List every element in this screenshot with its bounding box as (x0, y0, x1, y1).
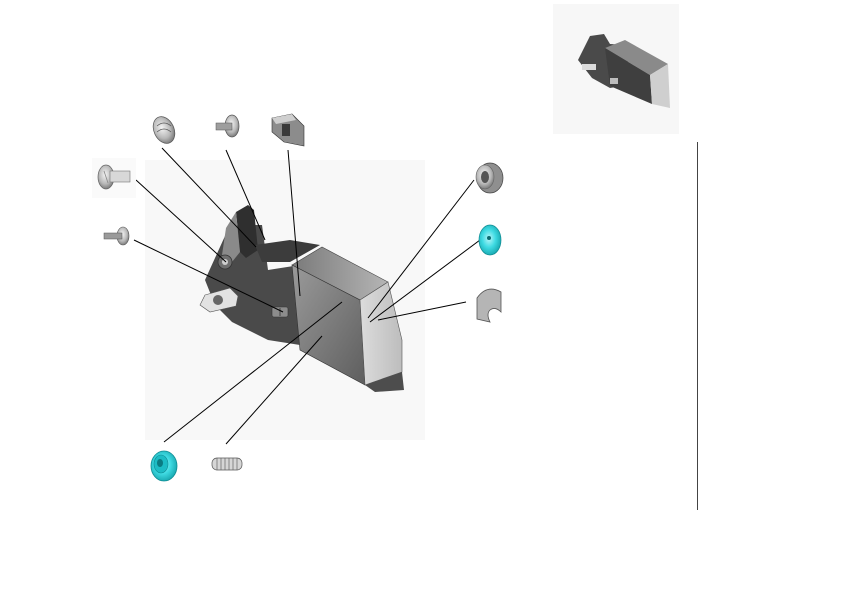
leader-coil-spring (225, 335, 323, 445)
leader-cap-cyan (369, 239, 481, 323)
connector-top (272, 114, 296, 124)
coil-spring-icon (211, 457, 243, 471)
thumb-screw (610, 78, 618, 84)
dome-cap-icon (152, 116, 176, 144)
leader-flanged-bolt (135, 179, 227, 263)
leader-grommet (163, 301, 343, 443)
bushing-hole (481, 171, 489, 183)
assembly-thumbnail-icon (553, 4, 679, 134)
flanged-bolt-icon (92, 158, 136, 198)
spring-body (211, 457, 243, 471)
vertical-tab (236, 205, 258, 258)
thumb-side (650, 64, 670, 108)
grommet-hole (157, 459, 163, 467)
leader-connector-block (287, 149, 301, 297)
bracket (255, 240, 320, 262)
page-divider (697, 142, 698, 510)
c-clip-body (476, 288, 502, 323)
cap-body (478, 224, 502, 256)
bolt-hex-edge (103, 170, 109, 184)
mushroom-pin-shaft (215, 122, 233, 131)
grommet-icon (150, 450, 178, 482)
bushing-icon (475, 162, 504, 194)
leader-small-pin (133, 239, 284, 313)
thumb-front (605, 48, 652, 104)
leader-bushing (367, 179, 475, 319)
housing-side (359, 281, 403, 386)
dome-cap-body (152, 116, 176, 144)
leader-c-clip (377, 301, 467, 321)
thumb-lever (582, 64, 596, 70)
connector-block-icon (271, 113, 305, 147)
cap-icon (478, 224, 502, 256)
lever-pivot (213, 295, 223, 305)
connector-slot (282, 124, 290, 136)
spring-coils (216, 458, 238, 470)
leader-dome-cap (161, 147, 257, 248)
small-pin-icon (103, 226, 130, 246)
bolt-shank (109, 170, 131, 183)
small-pin-shaft (103, 232, 123, 240)
housing-foot (365, 372, 404, 392)
thumb-top (605, 40, 668, 75)
tab-face (222, 212, 240, 262)
dome-cap-ribs (156, 122, 172, 133)
leader-lines (133, 147, 481, 445)
pivot-stud-face (222, 259, 228, 265)
leader-mushroom-pin (225, 149, 266, 241)
cap-dot (487, 236, 491, 240)
c-clip-icon (476, 288, 502, 323)
mushroom-pin-icon (215, 114, 240, 138)
latch-assembly-icon (199, 205, 404, 392)
